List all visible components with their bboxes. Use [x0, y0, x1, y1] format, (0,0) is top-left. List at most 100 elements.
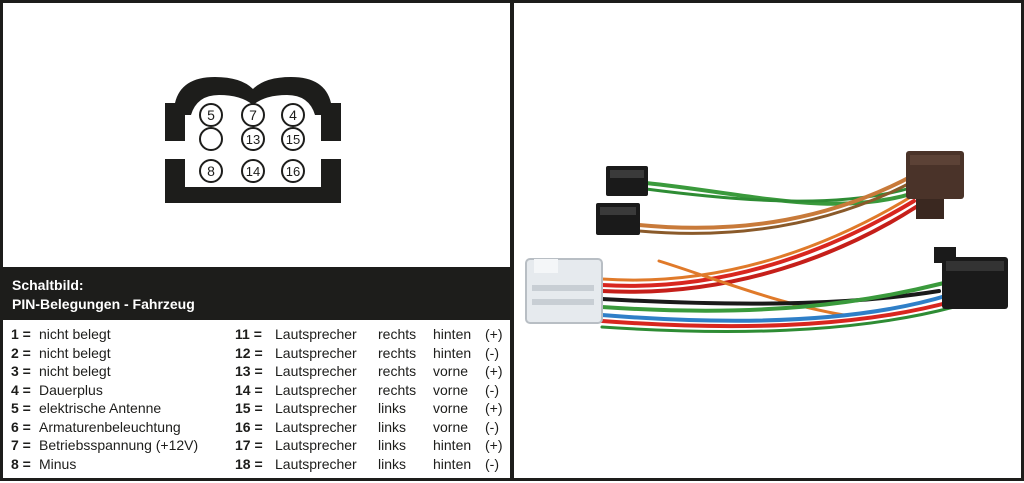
header-title: Schaltbild: [12, 277, 84, 293]
pin-side: links [378, 437, 407, 453]
pin-side: rechts [378, 381, 417, 398]
connector-notch-right [321, 141, 341, 159]
pin-side: rechts [378, 326, 417, 342]
main-wire-bundle [600, 193, 956, 334]
pin-number: 4 = [11, 381, 31, 398]
small-plug-bottom [596, 203, 640, 235]
pin-description: Armaturenbeleuchtung [39, 418, 181, 435]
pin-circle [281, 103, 305, 127]
pin-position: vorne [433, 418, 469, 435]
pin-polarity: (+) [485, 437, 503, 453]
pin-number: 14 = [235, 381, 263, 398]
header-subtitle: PIN-Belegungen - Fahrzeug [12, 296, 195, 312]
pin-side: links [378, 455, 407, 472]
pin-polarity: (-) [485, 344, 499, 361]
pin-side: rechts [378, 344, 417, 361]
pin-side: links [378, 400, 407, 416]
panel-divider [510, 0, 514, 481]
pin-part: Lautsprecher [275, 400, 357, 416]
pin-number: 17 = [235, 437, 263, 453]
pin-number: 5 = [11, 400, 31, 416]
pin-position: vorne [433, 363, 469, 379]
white-vehicle-connector [525, 258, 603, 324]
pin-circle [199, 127, 223, 151]
pin-number: 7 = [11, 437, 31, 453]
pin-description: nicht belegt [39, 326, 111, 342]
iso-connector-black [934, 247, 1008, 309]
wire-green-2 [600, 281, 946, 313]
pin-number: 8 = [11, 455, 31, 472]
pin-circle [281, 159, 305, 183]
pin-circle [281, 127, 305, 151]
wire-red-3 [600, 299, 956, 329]
pin-position: hinten [433, 344, 472, 361]
pin-polarity: (-) [485, 381, 499, 398]
pin-label: 5 [207, 107, 215, 123]
wire-brown-top [637, 179, 916, 235]
connector-notch-left [165, 141, 185, 159]
pin-label: 15 [286, 132, 300, 147]
wire-orange-top [637, 173, 916, 230]
pin-part: Lautsprecher [275, 381, 357, 398]
pin-circle [241, 103, 265, 127]
pin-number: 6 = [11, 418, 31, 435]
wire-green-3 [600, 305, 956, 334]
pin-label: 7 [249, 107, 257, 123]
pin-number: 2 = [11, 344, 31, 361]
pin-position: hinten [433, 437, 472, 453]
pin-legend: 1 = nicht belegt 2 = nicht belegt 3 = nicht b… [3, 326, 510, 476]
pin-part: Lautsprecher [275, 418, 357, 435]
pin-position: vorne [433, 381, 469, 398]
wire-black [600, 289, 941, 306]
pin-position: hinten [433, 455, 472, 472]
pin-part: Lautsprecher [275, 437, 357, 453]
pin-side: rechts [378, 363, 417, 379]
pin-label: 13 [246, 132, 260, 147]
pin-part: Lautsprecher [275, 326, 357, 342]
pin-number: 16 = [235, 418, 263, 435]
iso-connector-brown [906, 151, 964, 219]
connector-pinout-diagram: 5 7 4 13 15 8 14 16 [165, 77, 341, 203]
pin-label: 8 [207, 163, 215, 179]
wire-red-1 [600, 199, 916, 288]
pin-polarity: (+) [485, 363, 503, 379]
pin-circle [241, 159, 265, 183]
pin-circle [199, 159, 223, 183]
pin-position: hinten [433, 326, 472, 342]
header-bar: Schaltbild: PIN-Belegungen - Fahrzeug [3, 267, 510, 320]
pin-part: Lautsprecher [275, 455, 357, 472]
pin-circle [241, 127, 265, 151]
pin-number: 13 = [235, 363, 263, 379]
schematic-panel: 5 7 4 13 15 8 14 16 Schaltbild: PIN-Belegungen … [3, 3, 510, 478]
pin-label: 14 [246, 164, 260, 179]
pin-number: 3 = [11, 363, 31, 379]
pin-number: 12 = [235, 344, 263, 361]
pin-description: elektrische Antenne [39, 400, 162, 416]
photo-panel [514, 3, 1021, 478]
pin-position: vorne [433, 400, 469, 416]
pin-label: 16 [286, 164, 300, 179]
pin-label: 4 [289, 107, 297, 123]
adapter-cable-photo [525, 151, 1008, 334]
pin-number: 1 = [11, 326, 31, 342]
small-plug-top [606, 166, 648, 196]
pin-description: nicht belegt [39, 363, 111, 379]
wire-orange-loose [657, 259, 846, 317]
pin-grid: 5 7 4 13 15 8 14 16 [199, 103, 305, 183]
pin-description: Minus [39, 455, 77, 472]
pin-polarity: (-) [485, 455, 499, 472]
wire-red-2 [600, 205, 918, 294]
pin-side: links [378, 418, 407, 435]
top-wire-bundle [637, 173, 916, 235]
pin-part: Lautsprecher [275, 344, 357, 361]
pin-circle [199, 103, 223, 127]
wire-blue [600, 293, 951, 323]
pin-description: Betriebsspannung (+12V) [39, 437, 199, 453]
pin-number: 11 = [235, 326, 262, 342]
pin-polarity: (+) [485, 400, 503, 416]
pin-number: 15 = [235, 400, 263, 416]
pin-description: nicht belegt [39, 344, 111, 361]
pin-polarity: (-) [485, 418, 499, 435]
pin-polarity: (+) [485, 326, 503, 342]
pin-description: Dauerplus [39, 381, 103, 398]
